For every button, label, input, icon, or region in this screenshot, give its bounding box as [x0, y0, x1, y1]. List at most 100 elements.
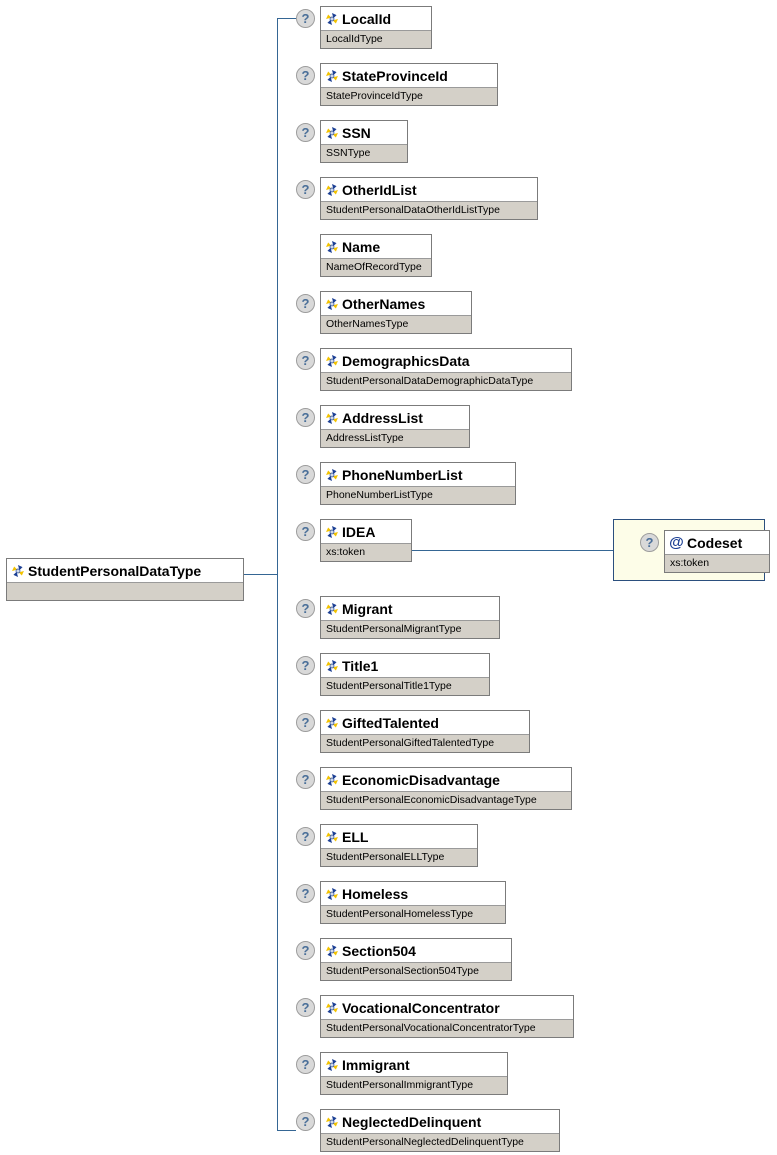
node-header: VocationalConcentrator [321, 996, 573, 1019]
connector-branch-first [277, 18, 296, 19]
optional-marker-icon: ? [296, 522, 315, 541]
node-name-label: OtherNames [342, 295, 426, 312]
node-name-label: ELL [342, 828, 369, 845]
node-name-label: SSN [342, 124, 371, 141]
node-name-label: OtherIdList [342, 181, 417, 198]
node-type-label: StudentPersonalDataOtherIdListType [321, 201, 537, 219]
optional-marker-icon: ? [296, 998, 315, 1017]
node-type-label: StudentPersonalHomelessType [321, 905, 505, 923]
optional-marker-icon: ? [296, 351, 315, 370]
node-type-label: StudentPersonalNeglectedDelinquentType [321, 1133, 559, 1151]
node-header: NeglectedDelinquent [321, 1110, 559, 1133]
element-diamond-icon [325, 69, 339, 83]
node-name-label: Codeset [687, 534, 743, 551]
node-type-label: StudentPersonalImmigrantType [321, 1076, 507, 1094]
optional-marker-icon: ? [296, 656, 315, 675]
optional-marker-icon: ? [296, 770, 315, 789]
node-name-label: Title1 [342, 657, 379, 674]
node-header: Section504 [321, 939, 511, 962]
element-diamond-icon [325, 830, 339, 844]
node-header: @Codeset [665, 531, 769, 554]
node-name-label: EconomicDisadvantage [342, 771, 500, 788]
node-type-label: StudentPersonalMigrantType [321, 620, 499, 638]
element-diamond-icon [325, 773, 339, 787]
node-name-label: GiftedTalented [342, 714, 439, 731]
node-type-label: StateProvinceIdType [321, 87, 497, 105]
node-type-label: StudentPersonalVocationalConcentratorTyp… [321, 1019, 573, 1037]
element-diamond-icon [325, 659, 339, 673]
element-diamond-icon [325, 887, 339, 901]
optional-marker-icon: ? [296, 408, 315, 427]
node-name-label: StudentPersonalDataType [28, 562, 202, 579]
node-type-label: StudentPersonalELLType [321, 848, 477, 866]
node-header: Immigrant [321, 1053, 507, 1076]
node-name-label: Name [342, 238, 381, 255]
node-name-label: IDEA [342, 523, 376, 540]
optional-marker-icon: ? [296, 123, 315, 142]
optional-marker-icon: ? [296, 1112, 315, 1131]
optional-marker-icon: ? [296, 827, 315, 846]
node-name-label: LocalId [342, 10, 392, 27]
node-header: AddressList [321, 406, 469, 429]
element-diamond-icon [11, 564, 25, 578]
node-name-label: Section504 [342, 942, 416, 959]
node-header: Homeless [321, 882, 505, 905]
optional-marker-icon: ? [296, 599, 315, 618]
node-name-label: PhoneNumberList [342, 466, 463, 483]
optional-marker-icon: ? [296, 294, 315, 313]
element-diamond-icon [325, 1001, 339, 1015]
node-name-label: Immigrant [342, 1056, 410, 1073]
node-box[interactable]: ELL StudentPersonalELLType [320, 824, 478, 867]
element-diamond-icon [325, 411, 339, 425]
node-type-label: NameOfRecordType [321, 258, 431, 276]
element-diamond-icon [325, 12, 339, 26]
element-diamond-icon [325, 297, 339, 311]
node-type-label: LocalIdType [321, 30, 431, 48]
node-type-label: SSNType [321, 144, 407, 162]
connector-trunk-vertical [277, 18, 278, 1130]
connector-idea-to-codeset [388, 550, 626, 551]
node-header: PhoneNumberList [321, 463, 515, 486]
node-header: OtherNames [321, 292, 471, 315]
node-header: EconomicDisadvantage [321, 768, 571, 791]
optional-marker-icon: ? [296, 884, 315, 903]
node-box[interactable]: SSN SSNType [320, 120, 408, 163]
node-type-label: PhoneNumberListType [321, 486, 515, 504]
element-diamond-icon [325, 1115, 339, 1129]
optional-marker-icon: ? [296, 465, 315, 484]
element-diamond-icon [325, 126, 339, 140]
node-header: IDEA [321, 520, 411, 543]
node-header: DemographicsData [321, 349, 571, 372]
node-name-label: Homeless [342, 885, 409, 902]
node-header: SSN [321, 121, 407, 144]
node-header: GiftedTalented [321, 711, 529, 734]
node-header: Title1 [321, 654, 489, 677]
node-header: Migrant [321, 597, 499, 620]
node-header: LocalId [321, 7, 431, 30]
element-diamond-icon [325, 240, 339, 254]
element-diamond-icon [325, 354, 339, 368]
node-header: OtherIdList [321, 178, 537, 201]
node-type-label: xs:token [665, 554, 769, 572]
node-box[interactable]: StudentPersonalDataType [6, 558, 244, 601]
